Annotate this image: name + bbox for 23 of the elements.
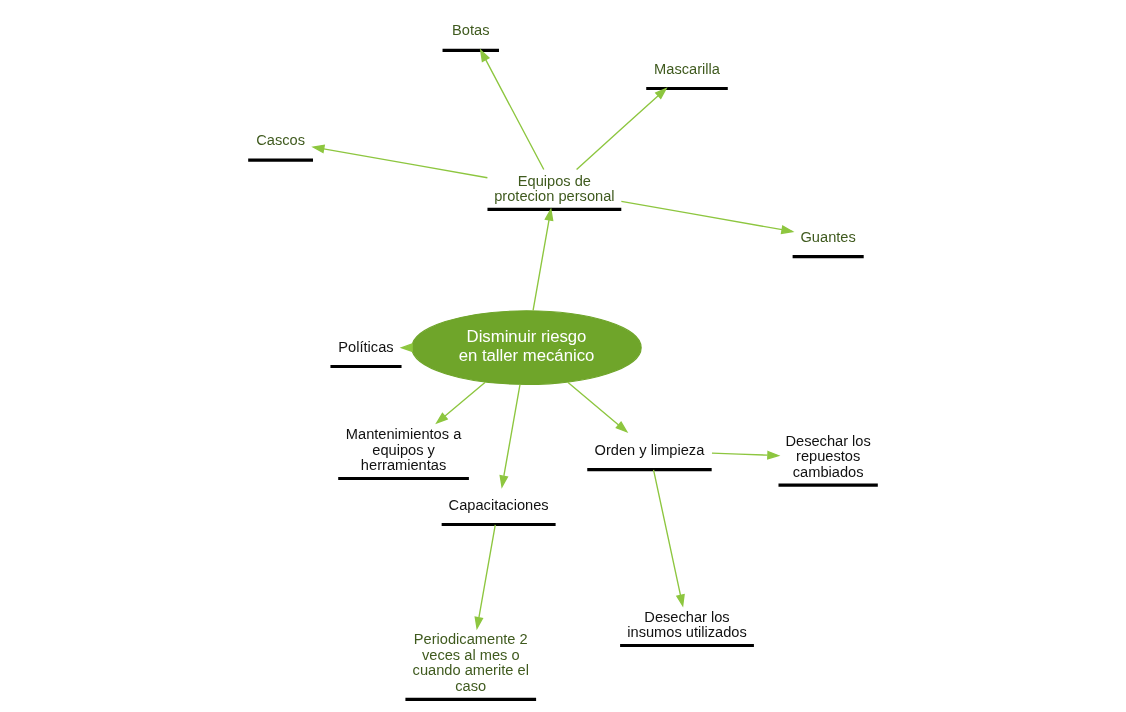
arrow	[575, 87, 668, 171]
node-text: Mascarilla	[654, 60, 720, 77]
node-text: Mantenimientos a equipos y herramientas	[345, 425, 462, 474]
arrow	[620, 200, 795, 235]
arrow	[532, 207, 554, 312]
node-text: Orden y limpieza	[594, 441, 705, 458]
node-text: Cascos	[256, 132, 305, 149]
arrow	[652, 469, 685, 608]
arrow	[711, 450, 781, 460]
node-text: Periodicamente 2 veces al mes o cuando amerite el caso	[412, 631, 529, 695]
node-text: Políticas	[338, 338, 394, 355]
node-text: Equipos de protecion personal	[494, 172, 615, 205]
node-text: Guantes	[800, 228, 856, 245]
node-text: Capacitaciones	[448, 496, 549, 513]
node-text: Desechar los repuestos cambiados	[785, 432, 871, 480]
arrow	[311, 144, 489, 179]
arrow	[499, 384, 521, 489]
node-text: Desechar los insumos utilizados	[627, 608, 747, 641]
arrow	[567, 381, 629, 434]
arrow	[435, 381, 486, 425]
node-text: Botas	[452, 22, 490, 39]
arrow	[479, 48, 545, 171]
arrow	[474, 524, 496, 631]
